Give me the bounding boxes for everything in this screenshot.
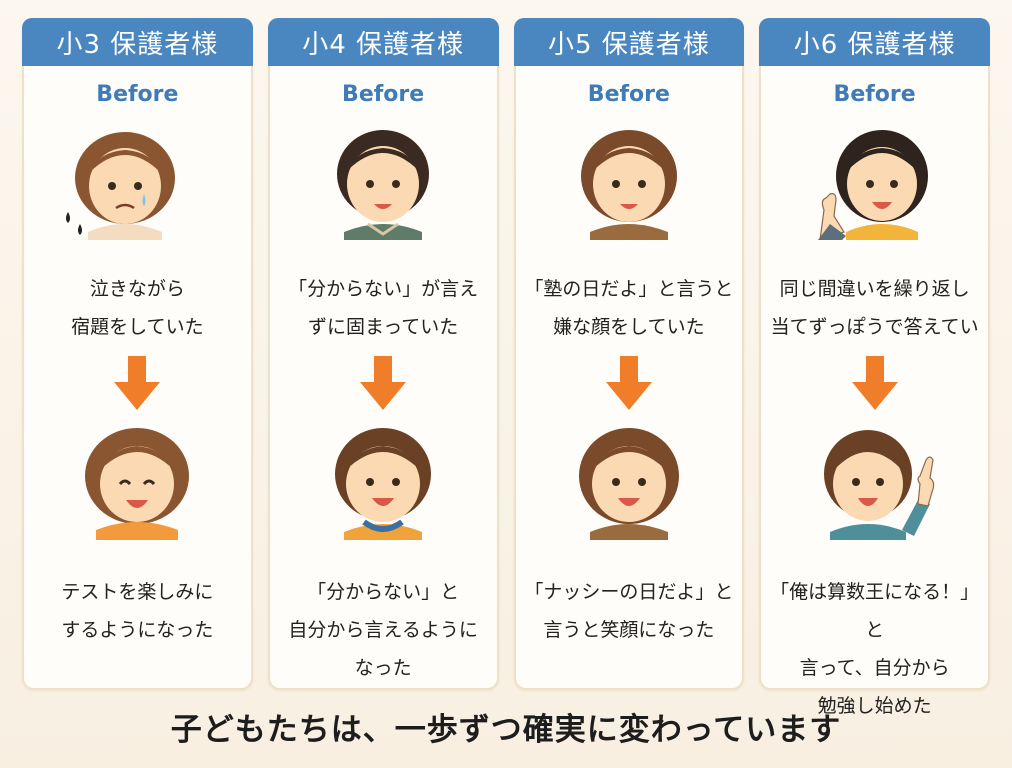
testimonial-card-grade3: 小3 保護者様 Before 泣きながら 宿題をしていた bbox=[22, 18, 253, 690]
before-description: 同じ間違いを繰り返し 当てずっぽうで答えていた bbox=[770, 278, 979, 376]
card-header: 小6 保護者様 bbox=[759, 18, 990, 66]
testimonial-card-grade5: 小5 保護者様 Before 「塾の日だよ」と言うと 嫌な顔をしていた bbox=[513, 18, 745, 690]
after-description: 「ナッシーの日だよ」と 言うと笑顔になった bbox=[524, 581, 734, 641]
down-arrow-icon bbox=[605, 356, 652, 410]
parent-testimonial-columns: 小3 保護者様 Before 泣きながら 宿題をしていた bbox=[22, 18, 990, 717]
confident-child-illustration bbox=[823, 430, 934, 540]
card-header: 小3 保護者様 bbox=[22, 18, 253, 66]
testimonial-card-grade6: 小6 保護者様 Before 同じ間違いを繰り返し 当てずっぽうで答えていた bbox=[759, 18, 990, 717]
before-label: Before bbox=[833, 82, 916, 107]
frozen-child-illustration bbox=[337, 130, 430, 240]
crying-child-illustration bbox=[66, 132, 176, 240]
card-header: 小5 保護者様 bbox=[513, 18, 745, 66]
card-header: 小4 保護者様 bbox=[267, 18, 499, 66]
after-description: テストを楽しみに するようになった bbox=[61, 581, 214, 641]
before-label: Before bbox=[587, 82, 670, 107]
testimonial-card-grade4: 小4 保護者様 Before 「分からない」が言え ずに固まっていた bbox=[267, 18, 499, 690]
down-arrow-icon bbox=[851, 356, 898, 410]
summary-caption: 子どもたちは、一歩ずつ確実に変わっています bbox=[170, 712, 842, 748]
before-label: Before bbox=[342, 82, 425, 107]
before-description: 「塾の日だよ」と言うと 嫌な顔をしていた bbox=[524, 278, 734, 338]
happy-child-illustration bbox=[85, 428, 190, 540]
after-description: 「俺は算数王になる！」と 言って、自分から 勉強し始めた bbox=[770, 581, 980, 717]
after-description: 「分からない」と 自分から言えるように なった bbox=[288, 581, 478, 679]
guessing-child-illustration bbox=[817, 130, 928, 240]
smiling-child-illustration bbox=[578, 428, 679, 540]
down-arrow-icon bbox=[360, 356, 407, 410]
before-label: Before bbox=[96, 82, 179, 107]
reluctant-child-illustration bbox=[580, 130, 677, 240]
down-arrow-icon bbox=[114, 356, 161, 410]
happy-child-illustration bbox=[335, 428, 432, 540]
before-description: 泣きながら 宿題をしていた bbox=[71, 278, 204, 338]
before-description: 「分からない」が言え ずに固まっていた bbox=[288, 278, 479, 338]
